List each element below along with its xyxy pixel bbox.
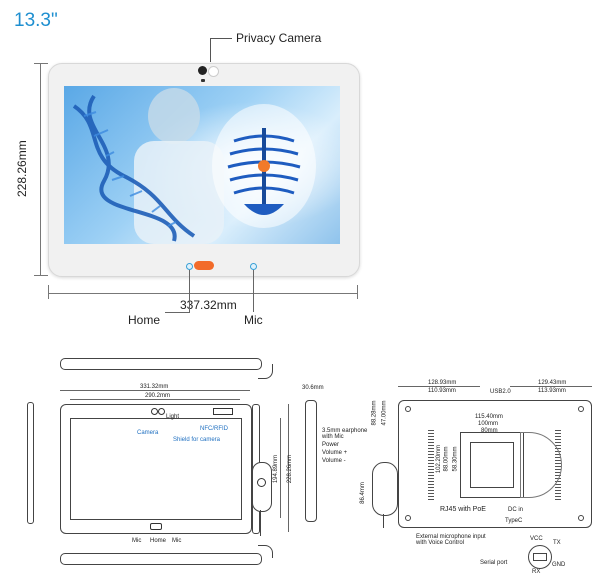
tablet-screen [64,86,340,244]
front-shutter-icon [158,408,165,415]
privacy-camera-leader [210,38,232,39]
tx-label: TX [553,540,561,546]
typec-label: TypeC [505,518,523,524]
front-dim-h1-label: 194.89mm [273,454,280,484]
rear-dim-h-label: 100mm [478,421,499,427]
height-dim-top [34,63,48,64]
power-label: Power [322,442,340,448]
front-dim-overall [60,390,250,391]
front-dim-screen [70,399,240,400]
vol-up-label: Volume + [322,450,348,456]
serial-label: Serial port [480,560,508,566]
width-dim-line [48,293,358,294]
depth-dim-label: 30.6mm [302,385,324,391]
vesa-inner [470,442,514,488]
rear-dim-l-label: 58.30mm [452,446,459,472]
usb-label: USB2.0 [490,389,511,395]
light-sensor-icon [201,79,205,82]
nfc-icon [213,408,233,415]
dc-label: DC in [508,507,524,513]
camera-shutter-icon [208,66,219,77]
height-dim-bot [34,275,48,276]
rear-handle [372,462,398,516]
top-edge-cable [258,364,273,379]
front-dim-h1 [280,418,281,518]
front-home-label: Home [150,538,167,544]
rear-hole-br [578,515,584,521]
front-camera-icon [151,408,158,415]
bottom-edge-cable [258,545,273,558]
handle-grip [252,462,272,512]
rear-dim-j-label: 102.20mm [436,444,443,474]
earphone-label: 3.5mm earphone with Mic [322,428,368,440]
rear-hole-tr [578,406,584,412]
rear-dim-a-label: 128.93mm [428,380,457,386]
mic-label: Mic [244,313,263,327]
home-label: Home [128,313,161,327]
rear-dim-i-label: 80mm [481,428,498,434]
rear-dim-f-label: 47.00mm [381,400,388,426]
rear-dim-c-label: 129.43mm [538,380,567,386]
vcc-label: VCC [530,536,543,542]
rear-dim-c-line [510,386,592,387]
page-title: 13.3" [14,10,58,31]
rj45-label: RJ45 with PoE [440,506,486,513]
serial-port-detail [528,545,552,569]
home-sensor-icon [186,263,193,270]
left-side-view [27,402,34,524]
width-dim-right [357,285,358,299]
gnd-label: GND [552,562,566,568]
vol-down-label: Volume - [322,458,346,464]
screen-artwork [64,86,340,244]
rear-dim-g-label: 115.40mm [475,414,503,420]
light-label: Light [166,414,180,420]
camera-label: Camera [137,430,159,436]
rear-handle-cable [383,514,384,528]
front-dim-overall-label: 331.32mm [140,384,169,390]
rear-dim-e-label: 88.28mm [371,400,378,426]
rear-dim-d-label: 113.93mm [538,388,566,394]
front-mic-right-label: Mic [172,538,182,544]
front-drawing-screen [70,418,242,520]
height-dim-label: 228.26mm [15,140,29,197]
home-leader [189,270,190,312]
width-dim-label: 337.32mm [180,298,237,312]
front-home-icon [150,523,162,530]
height-dim-line [40,63,41,275]
front-dim-h2-label: 228.26mm [287,454,294,484]
handle-cable [260,510,261,536]
speaker-grille-left [428,430,434,500]
mic-leader [253,270,254,312]
right-edge-view [305,400,317,522]
top-edge-view [60,358,262,370]
ext-mic-label: External microphone input with Voice Con… [416,534,486,546]
rx-label: RX [532,569,541,575]
home-button[interactable] [194,261,214,270]
rear-dim-a-line [398,386,480,387]
privacy-camera-label: Privacy Camera [236,31,322,45]
home-leader-h [165,312,190,313]
shield-label: Shield for camera [173,437,221,443]
handle-button-icon [257,478,266,487]
rear-hole-bl [405,515,411,521]
serial-pins-icon [533,553,547,561]
bottom-edge-view [60,553,262,565]
mic-icon [250,263,257,270]
width-dim-left [48,285,49,299]
privacy-camera-leader-v [210,38,211,62]
front-dim-h2 [288,404,289,532]
rear-dim-b-label: 110.93mm [428,388,456,394]
front-dim-screen-label: 290.2mm [145,393,171,399]
rear-hole-tl [405,406,411,412]
rear-dim-k-label: 88.00mm [443,446,450,472]
nfc-label: NFC/RFID [200,426,228,432]
rear-dim-m-label: 86.4mm [359,482,366,504]
camera-lens-icon [198,66,207,75]
front-mic-left-label: Mic [132,538,142,544]
